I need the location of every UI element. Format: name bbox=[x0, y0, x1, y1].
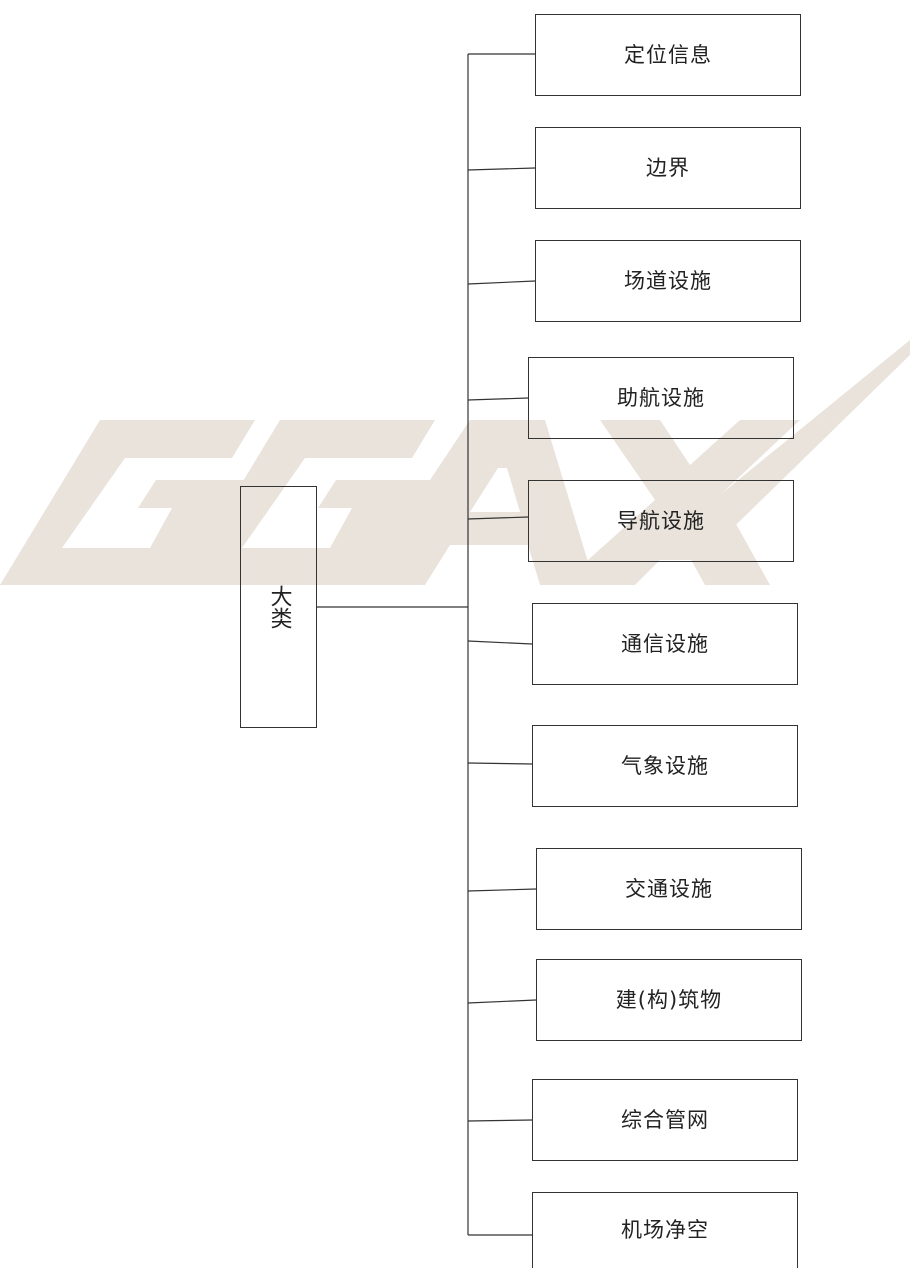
child-node-label: 交通设施 bbox=[625, 876, 713, 901]
child-node-label: 通信设施 bbox=[621, 631, 709, 656]
branch-line bbox=[467, 640, 533, 645]
branch-line bbox=[467, 280, 536, 285]
child-node-box: 气象设施 bbox=[532, 725, 798, 807]
root-node-label: 大类 bbox=[266, 585, 292, 629]
branch-line bbox=[467, 762, 533, 765]
child-node-box: 边界 bbox=[535, 127, 801, 209]
child-node-box: 助航设施 bbox=[528, 357, 794, 439]
child-node-label: 导航设施 bbox=[617, 508, 705, 533]
child-node-label: 场道设施 bbox=[624, 268, 712, 293]
branch-line bbox=[467, 167, 536, 171]
branch-line bbox=[467, 516, 529, 520]
child-node-box: 定位信息 bbox=[535, 14, 801, 96]
child-node-label: 机场净空 bbox=[621, 1218, 709, 1242]
branch-line bbox=[467, 1119, 533, 1122]
child-node-label: 综合管网 bbox=[621, 1107, 709, 1132]
child-node-label: 定位信息 bbox=[624, 42, 712, 67]
branch-line bbox=[467, 888, 537, 892]
child-node-label: 气象设施 bbox=[621, 753, 709, 778]
child-node-box: 建(构)筑物 bbox=[536, 959, 802, 1041]
branch-line bbox=[467, 397, 529, 401]
root-node-box: 大类 bbox=[240, 486, 317, 728]
child-node-label: 助航设施 bbox=[617, 385, 705, 410]
branch-line bbox=[467, 999, 537, 1004]
child-node-box: 场道设施 bbox=[535, 240, 801, 322]
child-node-box: 通信设施 bbox=[532, 603, 798, 685]
child-node-box: 机场净空 bbox=[532, 1192, 798, 1268]
child-node-label: 边界 bbox=[646, 155, 690, 180]
child-node-box: 综合管网 bbox=[532, 1079, 798, 1161]
child-node-label: 建(构)筑物 bbox=[615, 987, 723, 1012]
child-node-box: 交通设施 bbox=[536, 848, 802, 930]
child-node-box: 导航设施 bbox=[528, 480, 794, 562]
